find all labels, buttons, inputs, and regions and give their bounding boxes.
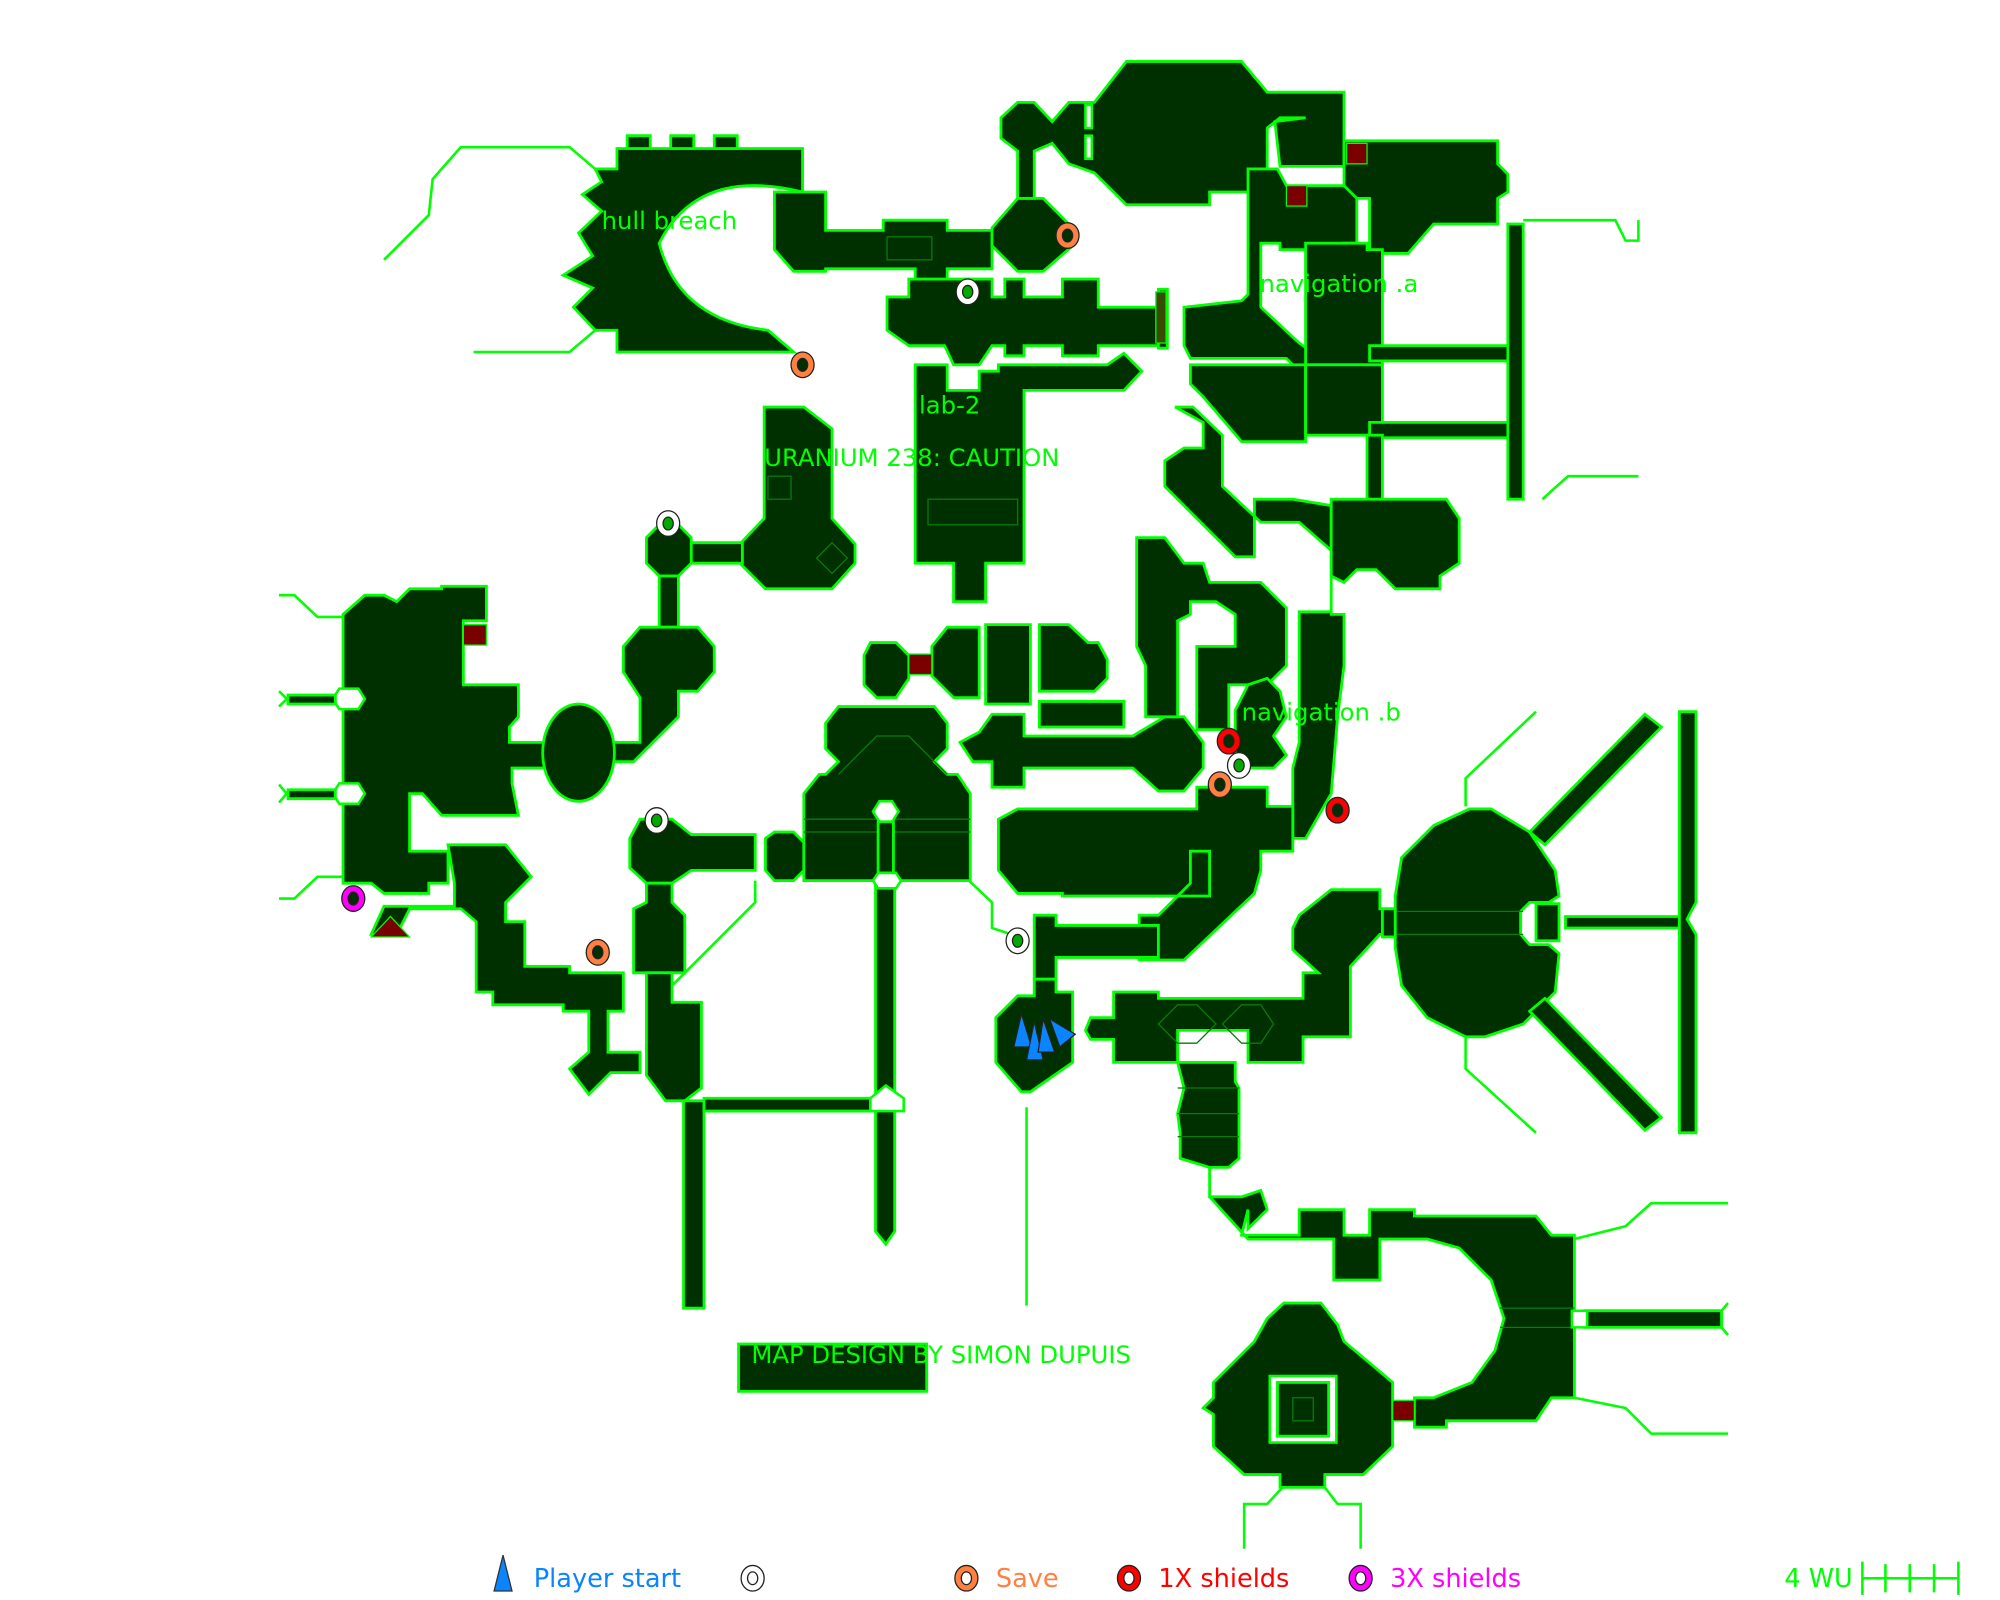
label-lab-2: lab-2: [919, 390, 980, 419]
room-center: [802, 705, 972, 883]
room-octagon-top: [990, 196, 1075, 273]
shield-3x-icon: [1348, 1564, 1373, 1592]
item-marker[interactable]: [644, 807, 669, 834]
room-lab-2: [913, 351, 1144, 604]
legend-shield-3x: 3X shields: [1390, 1564, 1521, 1594]
map-markers: [341, 222, 1350, 1061]
shield-1x-icon: [1116, 1564, 1142, 1592]
save-marker[interactable]: [790, 351, 815, 379]
shield-1x-marker[interactable]: [1216, 727, 1241, 755]
room-navigation-a: [1182, 167, 1359, 373]
room-left-block: [341, 584, 546, 895]
credit-plate: [737, 1342, 929, 1393]
shield-3x-marker[interactable]: [341, 885, 366, 912]
room-hull-breach: [560, 147, 804, 354]
label-map-credit: MAP DESIGN BY SIMON DUPUIS: [751, 1340, 1131, 1369]
room-big-oval: [1393, 807, 1561, 1039]
legend-scale-label: 4 WU: [1784, 1564, 1852, 1594]
item-icon: [740, 1564, 765, 1592]
player-start-icon: [493, 1555, 513, 1592]
label-hull-breach: hull breach: [602, 206, 738, 235]
item-marker[interactable]: [1226, 751, 1252, 779]
label-uranium-caution: URANIUM 238: CAUTION: [764, 443, 1059, 472]
save-marker[interactable]: [1207, 771, 1232, 799]
save-icon: [954, 1564, 979, 1592]
label-navigation-b: navigation .b: [1242, 698, 1401, 727]
item-marker[interactable]: [1005, 927, 1030, 955]
save-marker[interactable]: [1055, 222, 1080, 249]
item-marker[interactable]: [655, 510, 681, 537]
legend-save: Save: [996, 1564, 1059, 1594]
item-marker[interactable]: [955, 278, 980, 306]
legend-player-start: Player start: [534, 1564, 681, 1594]
room-uranium: [738, 405, 857, 591]
legend: Player start Save 1X shields 3X shields …: [493, 1555, 1960, 1595]
shield-1x-marker[interactable]: [1325, 796, 1350, 824]
scale-bar: [1861, 1561, 1960, 1595]
save-marker[interactable]: [585, 938, 610, 966]
label-navigation-a: navigation .a: [1260, 269, 1419, 298]
player-start-markers[interactable]: [1012, 1011, 1077, 1061]
boundary-lines: [278, 145, 1728, 1549]
map-rooms: [286, 60, 1729, 1489]
legend-shield-1x: 1X shields: [1158, 1564, 1289, 1594]
map-labels: hull breach navigation .a lab-2 URANIUM …: [602, 206, 1419, 1369]
